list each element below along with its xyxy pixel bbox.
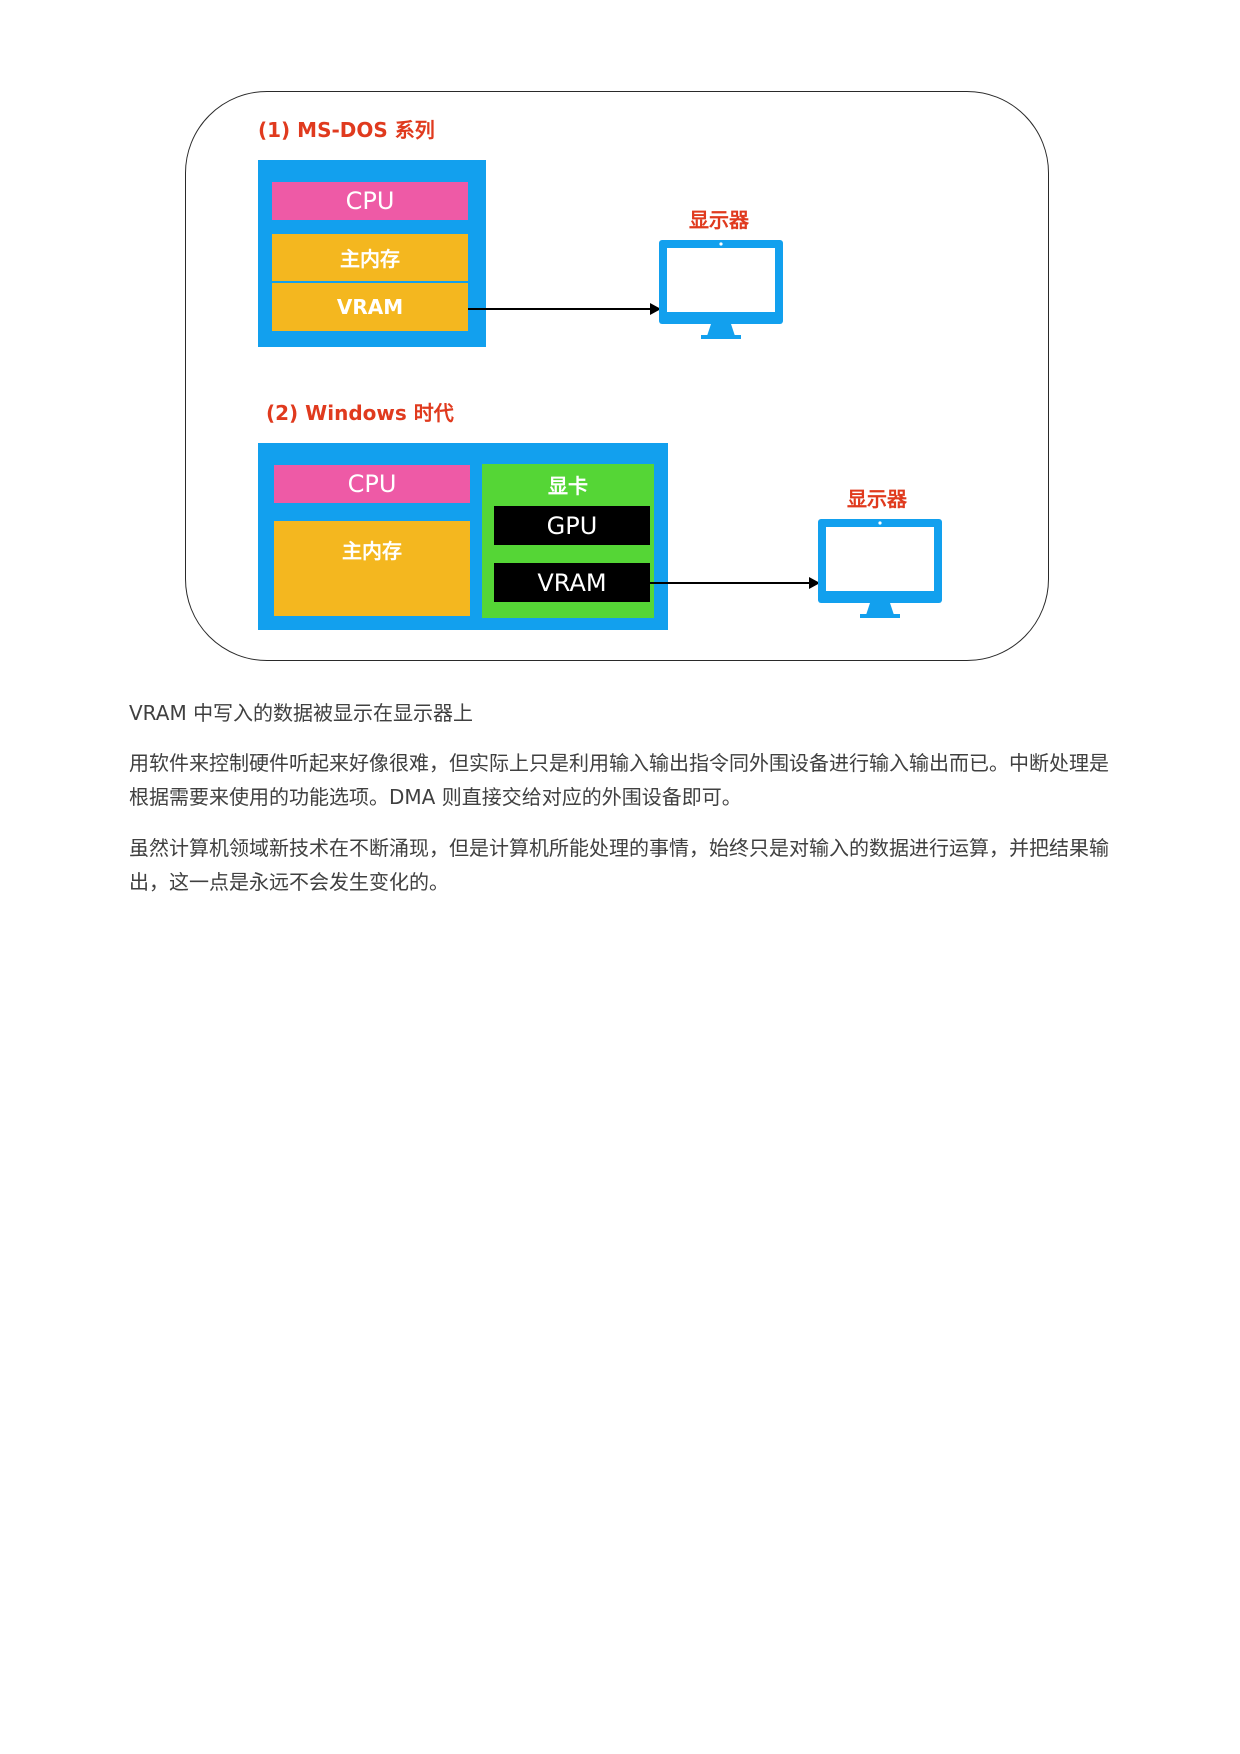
body-paragraph-2: 虽然计算机领域新技术在不断涌现，但是计算机所能处理的事情，始终只是对输入的数据进… — [129, 836, 1109, 894]
diagram-frame — [185, 91, 1049, 661]
body-paragraph-1: 用软件来控制硬件听起来好像很难，但实际上只是利用输入输出指令同外围设备进行输入输… — [129, 751, 1109, 809]
section2-cpu-block: CPU — [274, 465, 470, 503]
arrow-right-icon — [809, 577, 820, 589]
figure-caption: VRAM 中写入的数据被显示在显示器上 — [129, 701, 474, 725]
section2-main-memory-block: 主内存 — [274, 521, 470, 616]
monitor-icon — [818, 519, 942, 618]
section1-main-memory-block: 主内存 — [272, 234, 468, 281]
section1-cpu-block: CPU — [272, 182, 468, 220]
section1-monitor-label: 显示器 — [689, 208, 749, 232]
graphics-card-label: 显卡 — [548, 474, 588, 498]
section1-vram-block: VRAM — [272, 283, 468, 331]
section2-arrow-line — [650, 582, 809, 584]
arrow-right-icon — [650, 303, 661, 315]
section1-title: (1) MS-DOS 系列 — [258, 118, 435, 142]
section2-vram-block: VRAM — [494, 563, 650, 602]
section1-arrow-line — [468, 308, 650, 310]
monitor-icon — [659, 240, 783, 339]
section2-title: (2) Windows 时代 — [266, 401, 454, 425]
section2-monitor-label: 显示器 — [847, 487, 907, 511]
gpu-block: GPU — [494, 506, 650, 545]
